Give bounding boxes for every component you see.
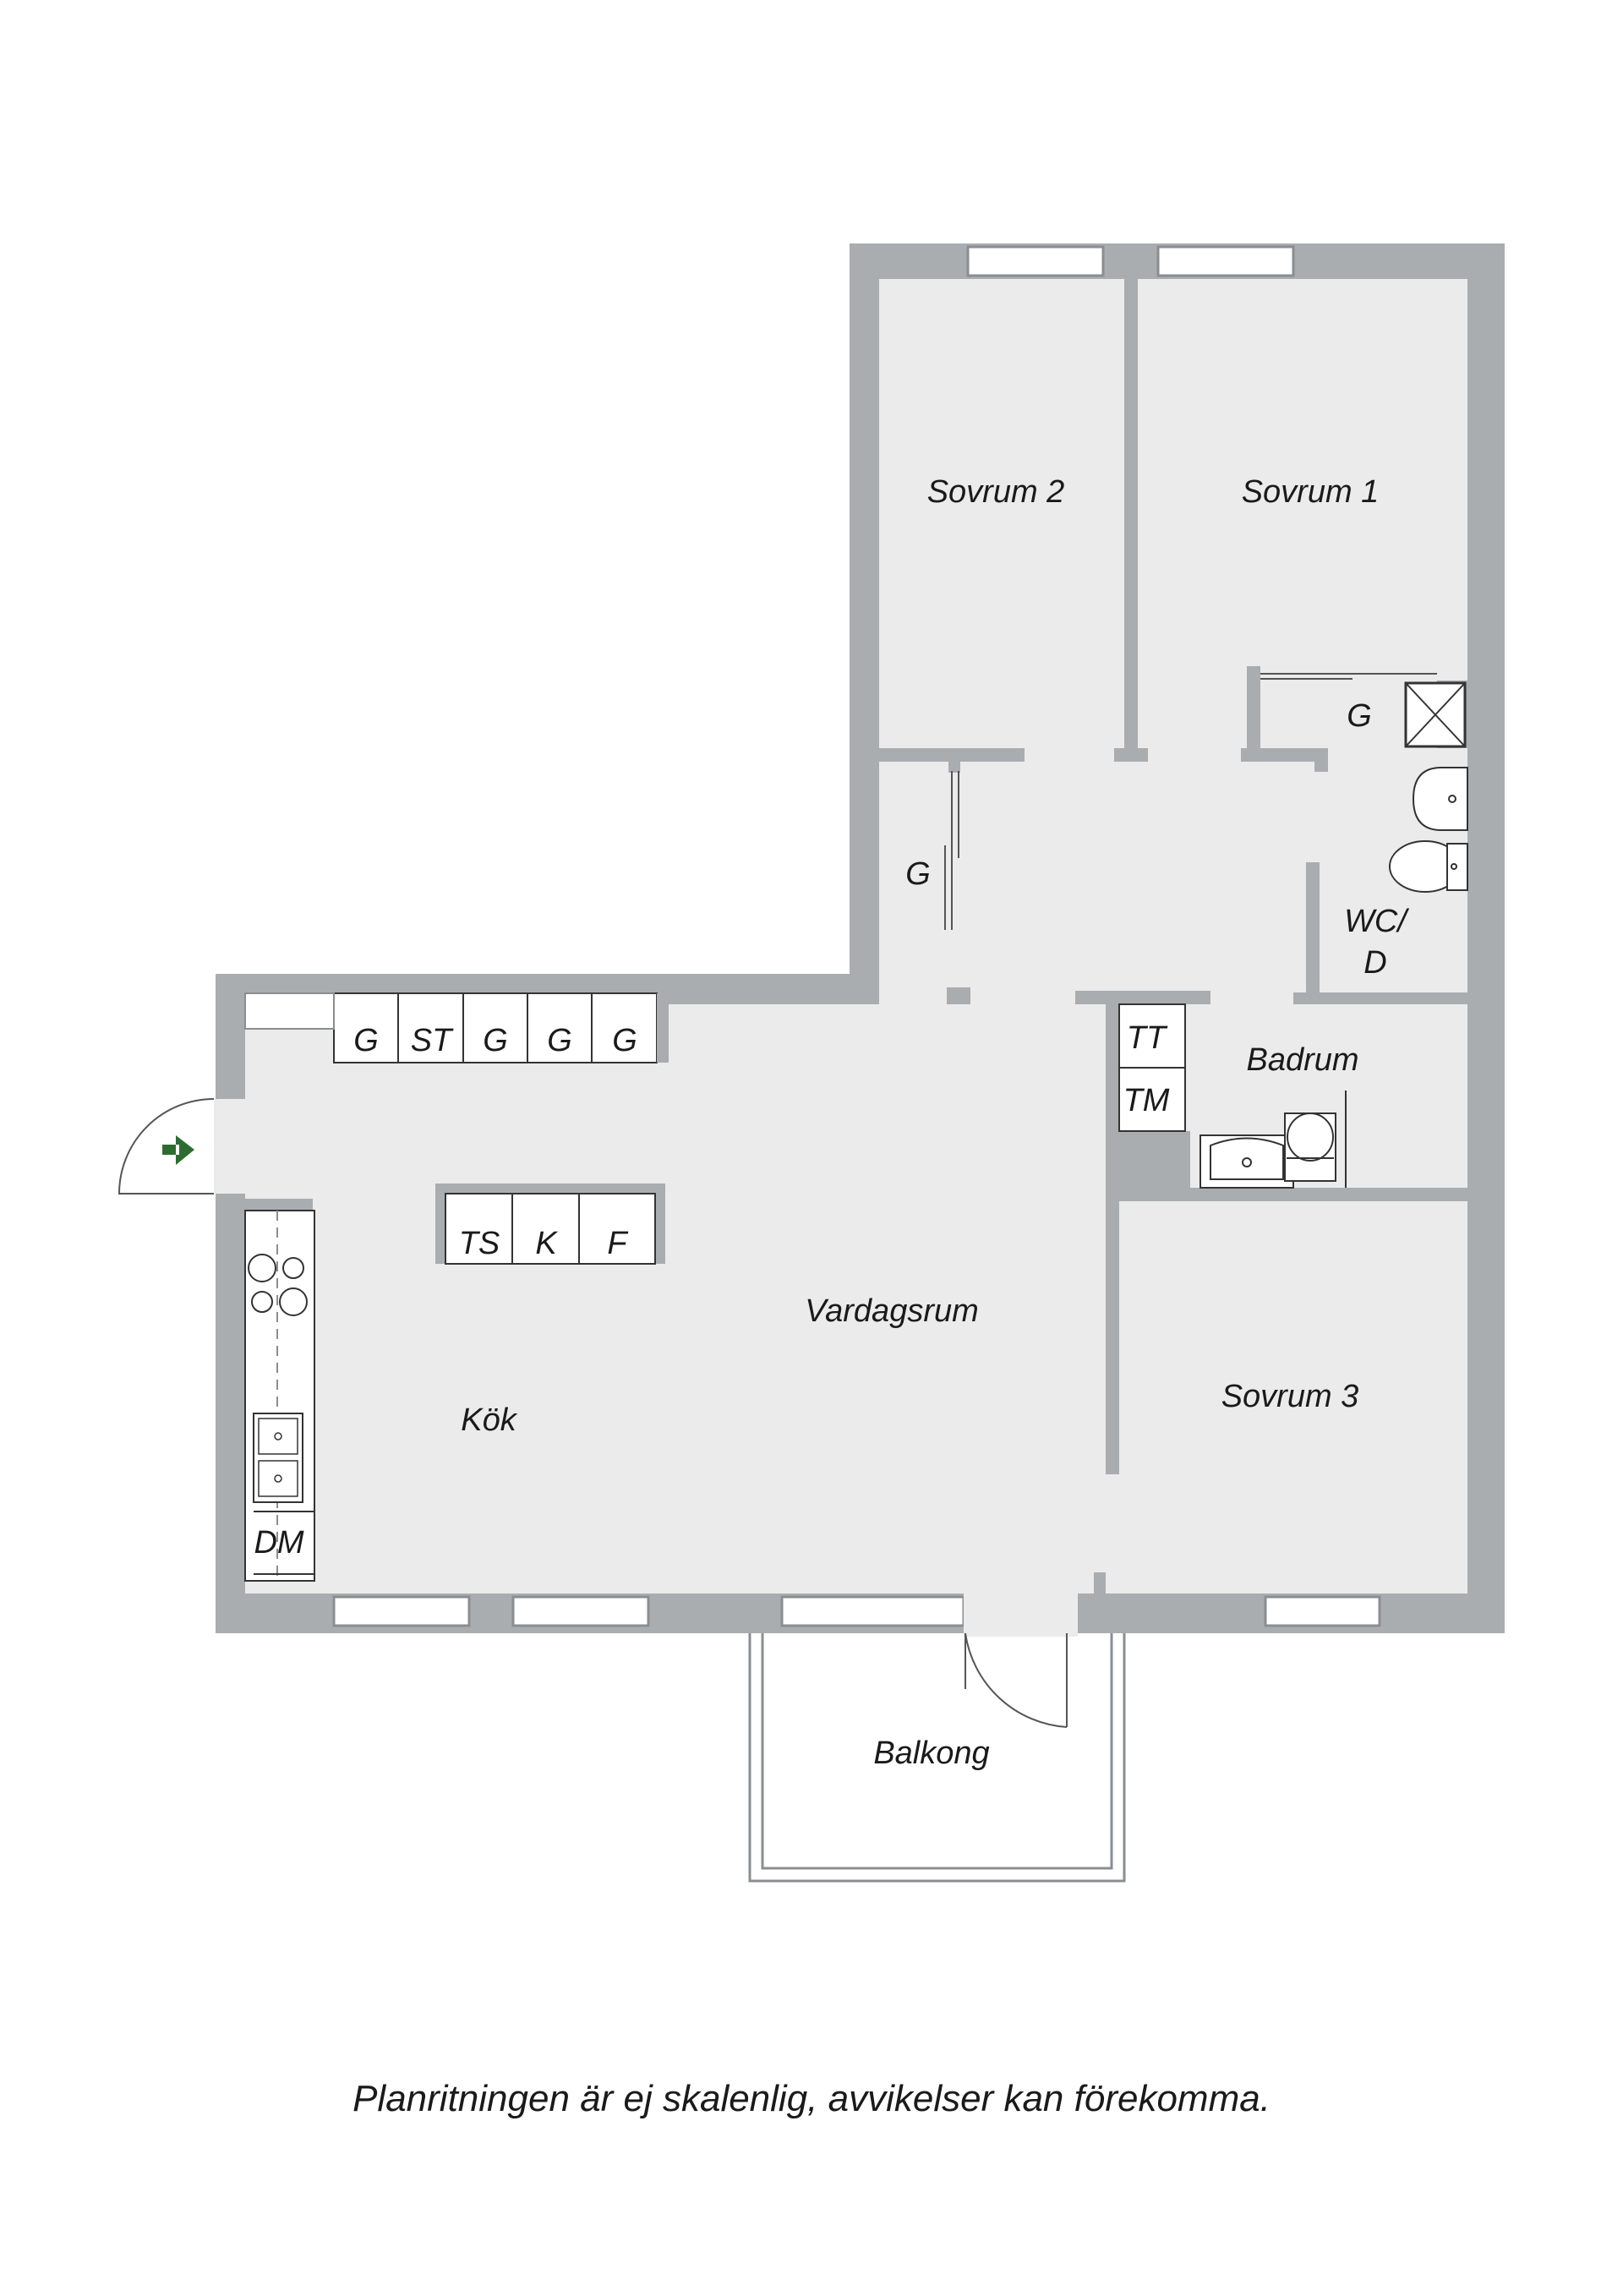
kitchen-island xyxy=(435,1184,665,1265)
laundry-label-tt: TT xyxy=(1127,1020,1168,1056)
room-label-balkong: Balkong xyxy=(873,1736,989,1771)
bathroom-fixtures xyxy=(1199,1091,1347,1189)
kitchen-counter xyxy=(244,1199,315,1582)
room-label-wc-1: WC/ xyxy=(1344,904,1409,939)
hall-closet-doors xyxy=(944,771,959,930)
entrance-opening xyxy=(214,1099,248,1194)
laundry-label-tm: TM xyxy=(1123,1083,1170,1118)
room-label-badrum: Badrum xyxy=(1246,1042,1358,1078)
hob-burner xyxy=(251,1291,273,1313)
room-label-wc-2: D xyxy=(1363,945,1386,981)
hob-burner xyxy=(282,1257,304,1279)
kitchen-cabinet-label: G xyxy=(547,1023,572,1058)
island-label: TS xyxy=(459,1226,500,1261)
bedroom1-closet xyxy=(1260,673,1467,748)
kitchen-cabinet-label: G xyxy=(612,1023,637,1058)
laundry-units xyxy=(1118,1003,1186,1132)
hob-burner xyxy=(248,1254,276,1282)
entrance-arrow-icon xyxy=(162,1135,194,1165)
sink xyxy=(253,1413,303,1503)
room-label-kok: Kök xyxy=(461,1402,517,1438)
room-label-vardagsrum: Vardagsrum xyxy=(805,1293,979,1329)
balcony-opening xyxy=(964,1593,1078,1637)
kitchen-cabinet-label: G xyxy=(483,1023,508,1058)
dishwasher-label: DM xyxy=(254,1525,303,1561)
kitchen-upper-cabinets xyxy=(244,992,669,1063)
island-label: F xyxy=(607,1226,628,1261)
hob-burner xyxy=(279,1287,308,1316)
room-label-sovrum-2: Sovrum 2 xyxy=(927,474,1065,510)
bedroom1-closet-label: G xyxy=(1347,698,1372,734)
entrance-door xyxy=(117,1098,215,1194)
balcony-door-swing xyxy=(965,1632,1068,1728)
disclaimer: Planritningen är ej skalenlig, avvikelse… xyxy=(352,2078,1271,2119)
island-label: K xyxy=(535,1226,558,1261)
balcony xyxy=(748,1633,1126,1883)
windows xyxy=(332,245,1381,1627)
wc-fixtures xyxy=(1389,767,1468,893)
room-label-sovrum-1: Sovrum 1 xyxy=(1242,474,1380,510)
kitchen-cabinet-label: ST xyxy=(411,1023,454,1058)
kitchen-cabinet-label: G xyxy=(353,1023,379,1058)
room-label-sovrum-3: Sovrum 3 xyxy=(1221,1379,1359,1414)
hall-closet-label: G xyxy=(905,856,931,892)
